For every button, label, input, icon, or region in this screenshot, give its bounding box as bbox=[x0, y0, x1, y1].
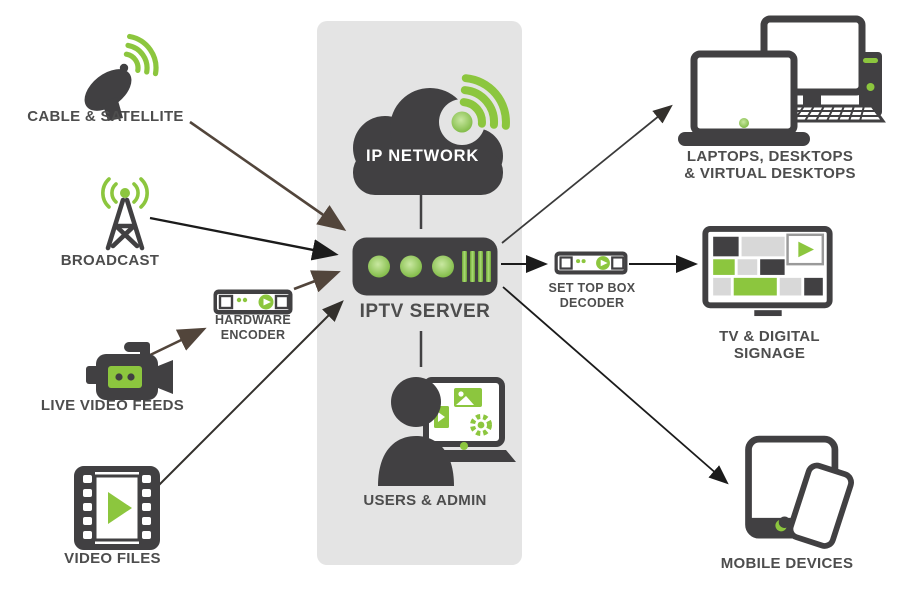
arrow-video-files-to-server bbox=[157, 300, 344, 487]
ip-network-cloud-icon bbox=[353, 74, 510, 195]
users-admin-icon bbox=[378, 377, 516, 486]
arrow-cable-satellite-to-server bbox=[189, 120, 347, 231]
iptv-server-icon bbox=[352, 237, 498, 296]
arrow-video-feeds-to-encoder bbox=[145, 327, 207, 359]
arrow-server-to-mobile bbox=[502, 286, 729, 485]
arrow-encoder-to-server bbox=[293, 270, 341, 293]
label-hardware-encoder: HARDWARE ENCODER bbox=[214, 313, 291, 342]
label-ip-network: IP NETWORK bbox=[365, 147, 480, 165]
label-mobile-devices: MOBILE DEVICES bbox=[720, 555, 854, 572]
satellite-dish-icon bbox=[84, 33, 159, 121]
label-laptops-desktops: LAPTOPS, DESKTOPS & VIRTUAL DESKTOPS bbox=[684, 148, 856, 183]
label-broadcast: BROADCAST bbox=[60, 252, 160, 269]
label-tv-digital-signage: TV & DIGITAL SIGNAGE bbox=[719, 328, 820, 363]
label-live-video-feeds: LIVE VIDEO FEEDS bbox=[40, 397, 185, 414]
label-video-files: VIDEO FILES bbox=[64, 550, 161, 567]
arrow-broadcast-to-server bbox=[149, 216, 339, 261]
broadcast-antenna-icon bbox=[101, 177, 149, 251]
film-strip-icon bbox=[74, 466, 160, 550]
label-cable-satellite: CABLE & SATELLITE bbox=[27, 108, 184, 125]
arrow-server-to-laptops bbox=[501, 104, 673, 244]
hardware-encoder-icon bbox=[213, 289, 293, 315]
label-set-top-box: SET TOP BOX DECODER bbox=[548, 281, 636, 310]
set-top-box-icon bbox=[554, 251, 628, 275]
label-iptv-server: IPTV SERVER bbox=[359, 301, 491, 322]
tv-digital-signage-icon bbox=[702, 225, 833, 317]
video-camera-icon bbox=[86, 342, 173, 400]
laptops-desktops-icon bbox=[678, 15, 886, 146]
label-users-admin: USERS & ADMIN bbox=[363, 492, 487, 509]
mobile-devices-icon bbox=[745, 435, 854, 549]
